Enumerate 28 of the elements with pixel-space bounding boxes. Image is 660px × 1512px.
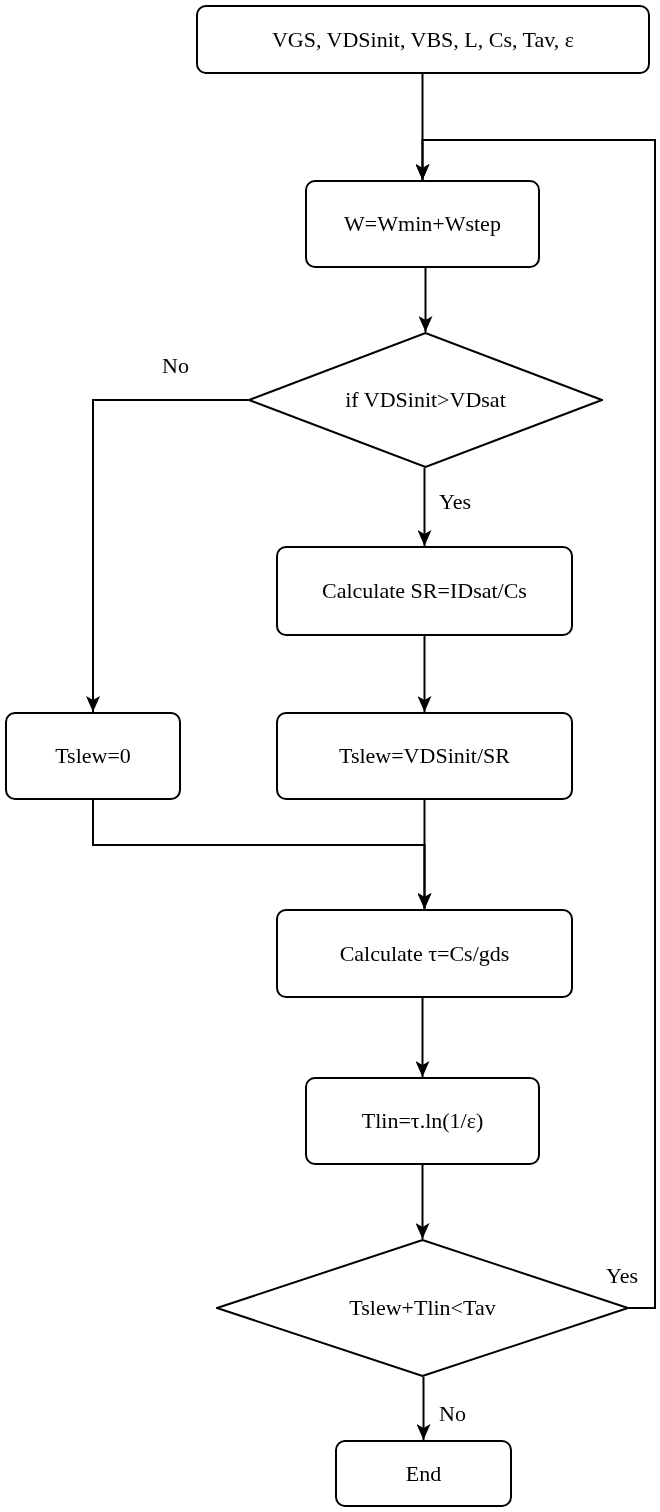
node-text: Tslew=0 [55,743,131,769]
node-text: End [405,1460,442,1487]
node-text: Calculate SR=IDsat/Cs [322,578,527,604]
process-box [305,1077,540,1165]
node-text: Calculate τ=Cs/gds [339,940,510,967]
arrow [417,799,432,910]
arrow [418,267,433,333]
arrow [417,467,432,547]
process-box [276,546,573,636]
node-text: if VDSinit>VDsat [345,387,506,413]
process-box [196,5,650,74]
process-box [305,180,540,268]
process-box [276,909,573,998]
process-box [5,712,181,800]
arrow [86,399,249,713]
node-text: W=Wmin+Wstep [344,211,501,237]
arrow [415,1164,430,1240]
node-text: Tlin=τ.ln(1/ε) [361,1108,484,1134]
arrow [417,635,432,713]
node-text: VGS, VDSinit, VBS, L, Cs, Tav, ε [271,26,575,53]
process-box [276,712,573,800]
arrow [415,997,430,1078]
decision-diamond [248,332,603,468]
node-text: Tslew=VDSinit/SR [339,743,510,769]
node-text: Tslew+Tlin<Tav [349,1295,496,1321]
arrow [415,139,656,1309]
arrow [416,1376,431,1441]
process-box [335,1440,512,1507]
